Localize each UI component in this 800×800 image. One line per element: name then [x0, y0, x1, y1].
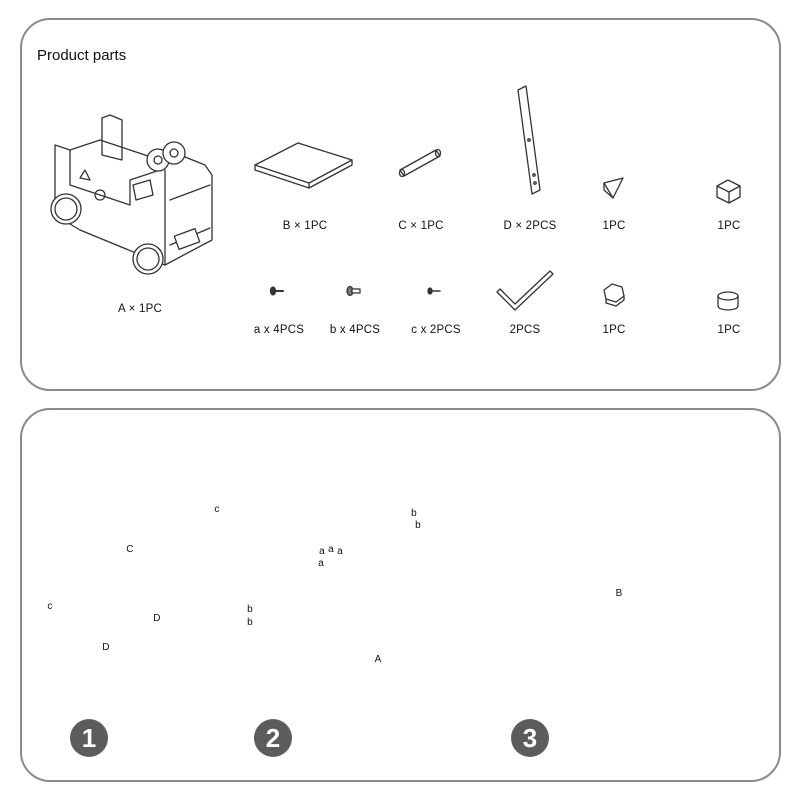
step2-callout-a-screw-2: a: [328, 544, 334, 555]
shape-cylinder-icon: [717, 291, 739, 311]
step2-callout-a-screw-1: a: [319, 546, 325, 557]
part-c-label: C × 1PC: [398, 220, 444, 232]
step-2-badge: 2: [254, 719, 292, 757]
step1-callout-d-left: D: [102, 642, 110, 653]
shape-hexagon-icon: [603, 283, 625, 307]
shape-triangle-icon: [603, 177, 624, 199]
part-a-walker-body-icon: [50, 114, 213, 275]
step2-callout-b-1: b: [247, 604, 253, 615]
step2-callout-a-body: A: [374, 654, 382, 665]
step3-callout-b-board: B: [615, 588, 623, 599]
part-c-rod-icon: [398, 148, 442, 178]
shape-triangle-label: 1PC: [602, 220, 626, 232]
step2-callout-b-2: b: [247, 617, 253, 628]
screw-c-icon: [427, 287, 441, 295]
part-a-label: A × 1PC: [118, 303, 162, 315]
shape-cube-icon: [716, 179, 741, 204]
allen-wrench-icon: [496, 270, 554, 311]
shape-cylinder-label: 1PC: [717, 324, 741, 336]
step2-callout-b-4: b: [415, 520, 421, 531]
part-d-label: D × 2PCS: [503, 220, 557, 232]
shape-hexagon-label: 1PC: [602, 324, 626, 336]
part-b-label: B × 1PC: [282, 220, 328, 232]
wrench-label: 2PCS: [509, 324, 541, 336]
step2-callout-a-screw-4: a: [318, 558, 324, 569]
step1-callout-c-screw-left: c: [47, 601, 53, 612]
parts-title: Product parts: [37, 47, 127, 64]
screw-a-icon: [269, 286, 284, 296]
screw-a-label: a x 4PCS: [253, 324, 305, 336]
shape-cube-label: 1PC: [717, 220, 741, 232]
steps-panel: [20, 408, 781, 782]
step2-callout-b-3: b: [411, 508, 417, 519]
screw-c-label: c x 2PCS: [411, 324, 461, 336]
step-1-badge: 1: [70, 719, 108, 757]
step1-callout-d-right: D: [153, 613, 161, 624]
step1-callout-c-part: C: [126, 544, 134, 555]
screw-b-icon: [346, 285, 361, 297]
step1-callout-c-screw-right: c: [214, 504, 220, 515]
screw-b-label: b x 4PCS: [329, 324, 381, 336]
part-d-handle-bar-icon: [517, 85, 541, 195]
step2-callout-a-screw-3: a: [337, 546, 343, 557]
step-3-badge: 3: [511, 719, 549, 757]
part-b-board-icon: [254, 142, 353, 189]
